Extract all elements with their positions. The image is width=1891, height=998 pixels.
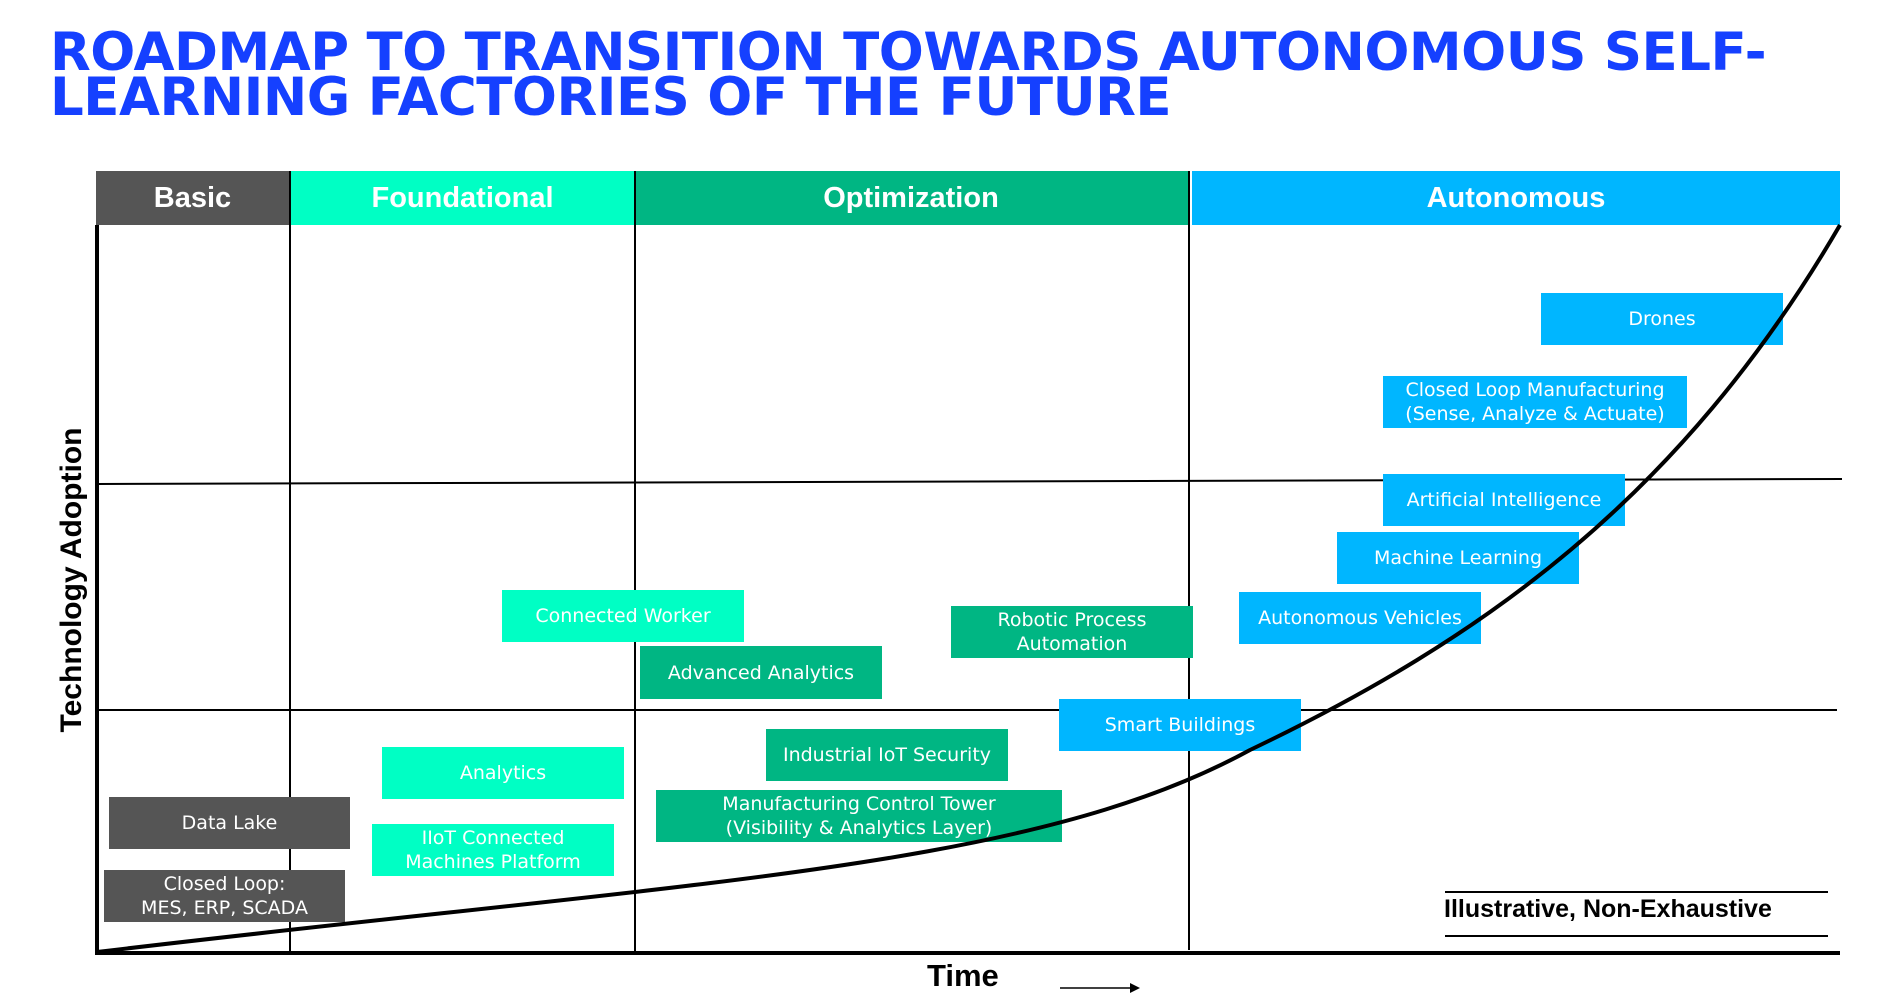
adoption-curve-path: [96, 223, 1842, 954]
tech-closed-loop-manufacturing: Closed Loop Manufacturing(Sense, Analyze…: [1383, 376, 1687, 428]
tech-analytics: Analytics: [382, 747, 624, 799]
x-axis-label: Time: [927, 958, 999, 993]
tech-advanced-analytics: Advanced Analytics: [640, 646, 882, 699]
tech-artificial-intelligence: Artificial Intelligence: [1383, 474, 1625, 526]
tech-drones: Drones: [1541, 293, 1783, 345]
phase-optimization-label: Optimization: [823, 181, 999, 214]
tech-smart-buildings: Smart Buildings: [1059, 699, 1301, 751]
page-title: ROADMAP TO TRANSITION TOWARDS AUTONOMOUS…: [50, 22, 1767, 128]
illustrative-note: Illustrative, Non-Exhaustive: [1444, 895, 1772, 923]
phase-foundational: Foundational: [291, 171, 634, 225]
tech-closed-loop-mes-erp-scada: Closed Loop:MES, ERP, SCADA: [104, 870, 345, 922]
time-arrow-head: [1130, 983, 1140, 993]
tech-manufacturing-control-tower: Manufacturing Control Tower(Visibility &…: [656, 790, 1062, 842]
phase-foundational-label: Foundational: [371, 181, 554, 214]
phase-optimization: Optimization: [634, 171, 1188, 225]
tech-connected-worker: Connected Worker: [502, 590, 744, 642]
phase-autonomous: Autonomous: [1192, 171, 1840, 225]
phase-basic-label: Basic: [153, 181, 232, 214]
tech-data-lake: Data Lake: [109, 797, 350, 849]
phase-autonomous-label: Autonomous: [1426, 181, 1606, 214]
tech-industrial-iot-security: Industrial IoT Security: [766, 729, 1008, 781]
tech-machine-learning: Machine Learning: [1337, 532, 1579, 584]
y-axis-label: Technology Adoption: [55, 427, 88, 733]
phase-basic: Basic: [96, 171, 289, 225]
tech-autonomous-vehicles: Autonomous Vehicles: [1239, 592, 1481, 644]
